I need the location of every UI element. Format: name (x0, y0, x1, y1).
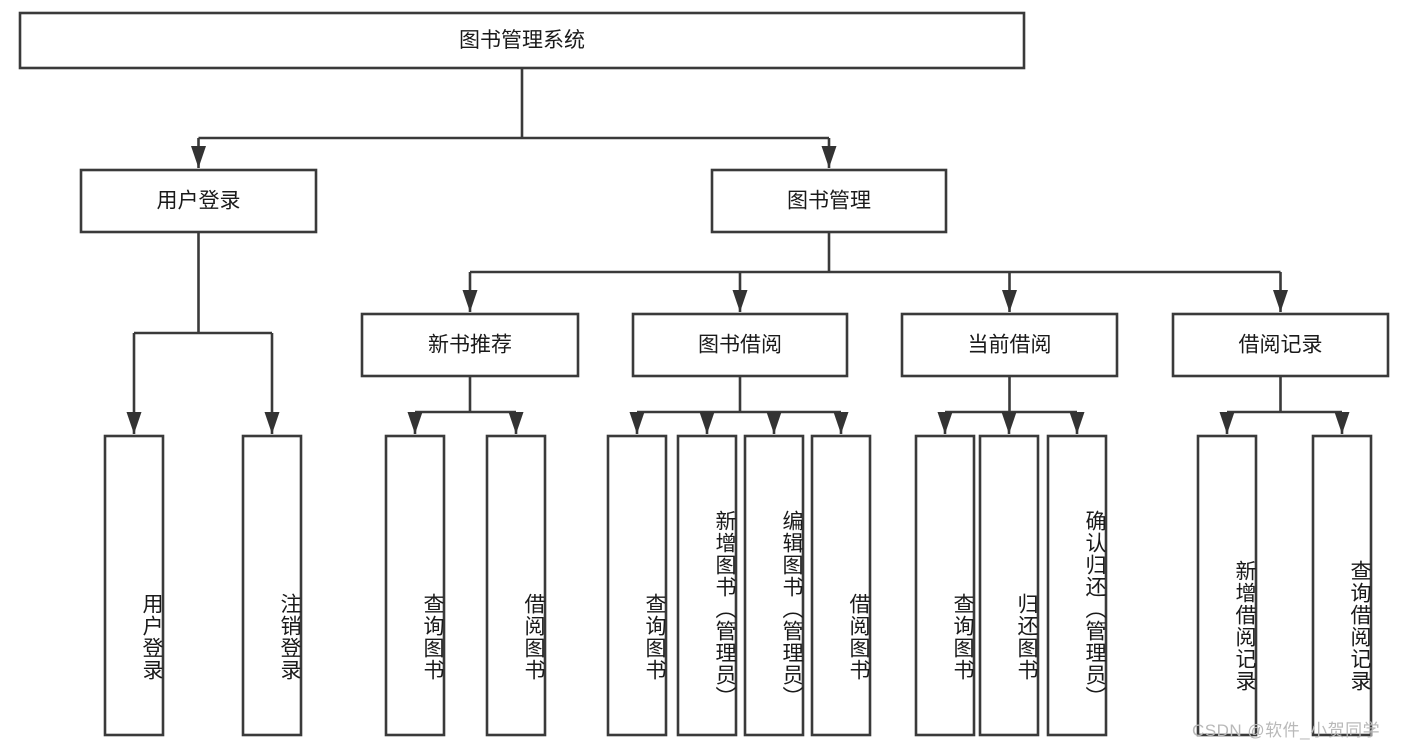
node-label-root: 图书管理系统 (459, 29, 585, 52)
leaf-leaf-add-book[interactable] (676, 434, 738, 737)
leaf-leaf-query-book-a[interactable] (384, 434, 446, 737)
leaf-leaf-borrow-book-a[interactable] (485, 434, 547, 737)
arrow-head (1219, 412, 1235, 434)
arrow-head (937, 412, 953, 434)
leaf-leaf-query-book-c[interactable] (914, 434, 976, 737)
node-boxes (18, 11, 1390, 737)
arrow-head (833, 412, 849, 434)
node-label-new-book-rec: 新书推荐 (428, 334, 512, 357)
arrow-head (1001, 412, 1017, 434)
arrow-head (126, 412, 142, 434)
arrow-head (1334, 412, 1350, 434)
leaf-leaf-edit-book[interactable] (743, 434, 805, 737)
leaf-leaf-user-login[interactable] (103, 434, 165, 737)
leaf-leaf-query-record[interactable] (1311, 434, 1373, 737)
leaf-leaf-borrow-book-b[interactable] (810, 434, 872, 737)
node-book-manage[interactable] (710, 168, 948, 234)
arrow-head (191, 146, 206, 168)
arrow-head (462, 290, 478, 312)
arrow-head (1273, 290, 1288, 312)
arrow-head (629, 412, 645, 434)
csdn-watermark: CSDN @软件_小贺同学 (1192, 721, 1381, 740)
arrow-head (766, 412, 782, 434)
connector-lines (126, 68, 1350, 434)
arrow-head (1069, 412, 1085, 434)
arrow-head (407, 412, 423, 434)
leaf-leaf-confirm-return[interactable] (1046, 434, 1108, 737)
arrow-head (1002, 290, 1017, 312)
node-label-book-manage: 图书管理 (787, 190, 871, 213)
node-borrow-record[interactable] (1171, 312, 1390, 378)
leaf-leaf-return-book[interactable] (978, 434, 1040, 737)
arrow-head (821, 146, 837, 168)
leaf-leaf-add-record[interactable] (1196, 434, 1258, 737)
leaf-leaf-logout-login[interactable] (241, 434, 303, 737)
arrow-head (699, 412, 715, 434)
node-label-borrow-record: 借阅记录 (1239, 334, 1323, 357)
node-user-login[interactable] (79, 168, 318, 234)
node-book-borrow[interactable] (631, 312, 849, 378)
arrow-head (732, 290, 748, 312)
node-label-book-borrow: 图书借阅 (698, 334, 782, 357)
leaf-leaf-query-book-b[interactable] (606, 434, 668, 737)
node-root[interactable] (18, 11, 1026, 70)
node-new-book-rec[interactable] (360, 312, 580, 378)
node-current-borrow[interactable] (900, 312, 1119, 378)
node-label-current-borrow: 当前借阅 (968, 334, 1052, 357)
arrow-head (264, 412, 280, 434)
node-label-user-login: 用户登录 (157, 190, 241, 213)
arrow-head (508, 412, 524, 434)
